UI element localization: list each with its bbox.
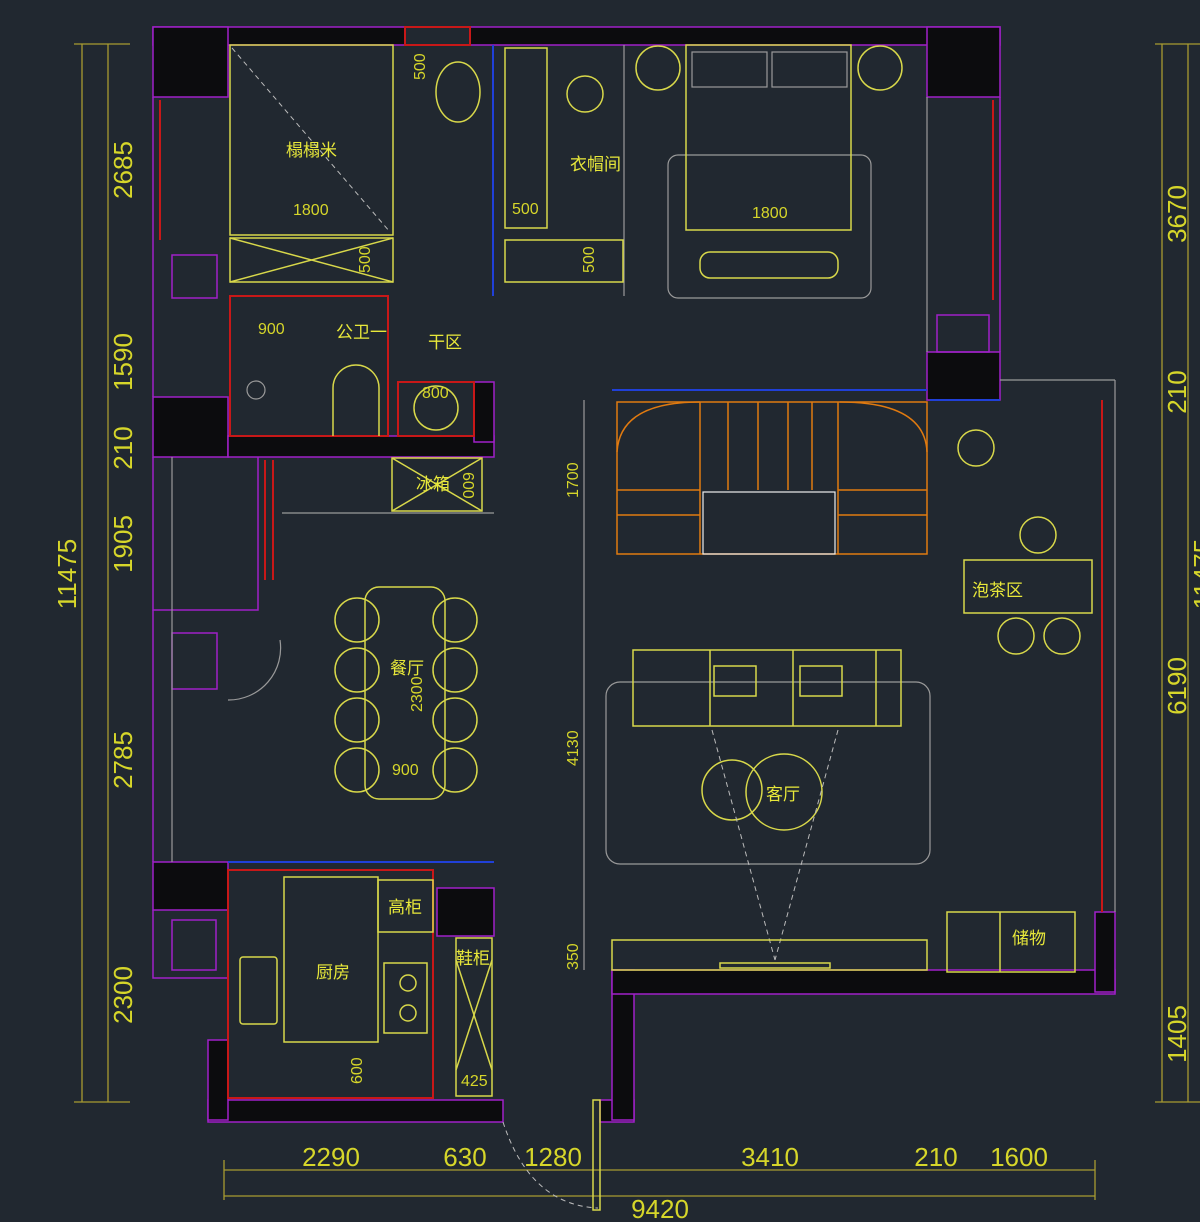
tea-table [963, 559, 1093, 614]
furniture [227, 44, 1093, 1211]
dim-bottom-0: 2290 [302, 1142, 360, 1172]
label-dry-area: 干区 [428, 333, 462, 353]
dim-basin-width: 800 [422, 385, 449, 402]
coffee-table [745, 753, 823, 831]
label-tea-area: 泡茶区 [972, 581, 1023, 601]
staircase [616, 401, 928, 555]
dim-tv-depth: 350 [565, 943, 582, 970]
dim-left-total: 11475 [52, 539, 82, 609]
dimension-lines [74, 43, 1200, 1200]
inner-dimensions: 1800 500 500 500 500 1800 900 800 600 17… [258, 53, 788, 1090]
dim-closet-500-b: 500 [581, 246, 598, 273]
dim-left-5: 2300 [108, 966, 138, 1024]
dining-table [364, 586, 446, 800]
label-tall-cabinet: 高柜 [388, 898, 422, 918]
walls [152, 26, 1116, 1123]
dim-bed-width: 1800 [752, 205, 788, 222]
label-shoe-cabinet: 鞋柜 [456, 949, 490, 969]
dim-left-4: 2785 [108, 731, 138, 789]
dim-left-0: 2685 [108, 141, 138, 199]
dim-right-2: 6190 [1162, 657, 1192, 715]
label-dining: 餐厅 [390, 659, 424, 679]
dim-bottom-1: 630 [443, 1142, 486, 1172]
label-living: 客厅 [766, 785, 800, 805]
dim-closet-500-a: 500 [512, 201, 539, 218]
label-fridge: 冰箱 [416, 475, 450, 495]
dim-kitchen-600: 600 [349, 1057, 366, 1084]
dim-tatami-500-b: 500 [357, 246, 374, 273]
dim-tatami-500-a: 500 [412, 53, 429, 80]
dim-bottom-4: 210 [914, 1142, 957, 1172]
dim-bottom-5: 1600 [990, 1142, 1048, 1172]
dim-right-total: 11475 [1188, 539, 1200, 609]
label-tatami: 榻榻米 [286, 141, 337, 161]
dim-left-1: 1590 [108, 333, 138, 391]
dim-bottom-2: 1280 [524, 1142, 582, 1172]
label-closet: 衣帽间 [570, 155, 621, 175]
bed [685, 44, 852, 231]
label-kitchen: 厨房 [316, 963, 350, 983]
dim-bottom-total: 9420 [631, 1194, 689, 1222]
dim-bottom-3: 3410 [741, 1142, 799, 1172]
dim-shoe-425: 425 [461, 1073, 488, 1090]
dim-right-3: 1405 [1162, 1005, 1192, 1063]
kitchen-island [283, 876, 379, 1043]
dim-shower-width: 900 [258, 321, 285, 338]
right-dimensions: 3670 210 6190 1405 11475 [1162, 185, 1200, 1063]
dim-table-width: 900 [392, 762, 419, 779]
sofa [632, 649, 902, 727]
left-dimensions: 2685 1590 210 1905 2785 2300 11475 [52, 141, 138, 1024]
label-storage: 储物 [1012, 929, 1046, 949]
dim-stair-height: 1700 [565, 462, 582, 498]
dim-right-0: 3670 [1162, 185, 1192, 243]
dim-table-length: 2300 [409, 676, 426, 712]
dim-fridge-depth: 600 [459, 472, 476, 499]
dining-chairs [334, 597, 478, 793]
bottom-dimensions: 2290 630 1280 3410 210 1600 9420 [302, 1142, 1048, 1222]
dim-right-1: 210 [1162, 370, 1192, 413]
interior-lines [159, 45, 1116, 1099]
label-bathroom: 公卫一 [336, 323, 387, 343]
dim-left-3: 1905 [108, 515, 138, 573]
dim-tatami-width: 1800 [293, 202, 329, 219]
dim-living-height: 4130 [565, 730, 582, 766]
room-labels: 榻榻米 衣帽间 公卫一 干区 冰箱 餐厅 客厅 泡茶区 储物 高柜 厨房 鞋柜 [286, 141, 1046, 983]
tatami-platform [229, 44, 394, 236]
closet-rail [504, 47, 548, 229]
dim-left-2: 210 [108, 426, 138, 469]
